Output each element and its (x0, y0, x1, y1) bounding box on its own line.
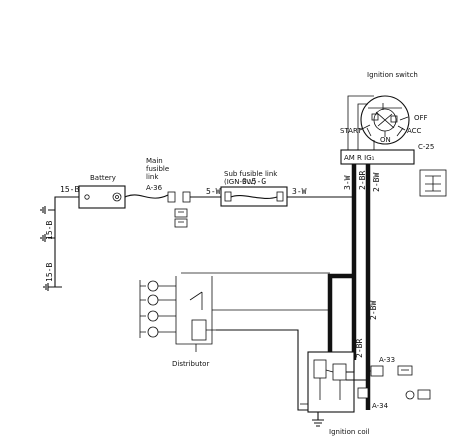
wire-label-2br-coil: 2-BR (355, 339, 364, 358)
distributor-label: Distributor (172, 360, 209, 368)
main-fusible-link-line3: link (146, 173, 159, 181)
ground-symbols (40, 206, 62, 291)
connector-c25-label: C-25 (418, 143, 434, 151)
terminal-labels: AM R IG₁ (344, 154, 375, 162)
wire-label-5w: 5-W (206, 187, 221, 196)
battery: Battery (78, 174, 126, 209)
a36-connector (167, 191, 176, 203)
on-label: ON (380, 136, 391, 144)
a36-label: A-36 (146, 184, 163, 192)
wire-label-2bw-dist: 2-BW (369, 301, 378, 320)
main-fusible-link-wire (124, 194, 169, 199)
a34-connector-icon (405, 389, 431, 400)
a34-label: A-34 (372, 402, 389, 410)
sub-fusible-link-line2: (IGN-SW) (224, 178, 256, 186)
ignition-switch: Ignition switch OFF ACC ON START (340, 71, 428, 145)
off-label: OFF (414, 114, 428, 122)
main-fusible-link-line1: Main (146, 157, 163, 165)
main-fusible-link-line2: fusible (146, 165, 169, 173)
sub-fusible-link-line1: Sub fusible link (224, 170, 278, 178)
distributor: Distributor (139, 276, 330, 368)
wire-label-15b-ground-1: 15-B (45, 221, 54, 240)
wire-label-2br-down: 2-BR (358, 171, 367, 190)
a36-connector-mate (182, 191, 191, 203)
a33-connector (370, 365, 384, 377)
a36-connector-icon (174, 208, 188, 228)
battery-label: Battery (90, 174, 116, 182)
ignition-coil-label: Ignition coil (329, 428, 370, 436)
a33-label: A-33 (379, 356, 395, 364)
ignition-switch-label: Ignition switch (367, 71, 418, 79)
wire-label-3w-switch: 3-W (292, 187, 307, 196)
acc-label: ACC (407, 127, 422, 135)
wire-label-05g: 0.5-G (242, 177, 266, 186)
a34-connector (357, 387, 369, 399)
wire-label-15b-ground-2: 15-B (45, 263, 54, 282)
a33-connector-icon (397, 365, 413, 376)
ignition-coil: Ignition coil (307, 351, 370, 436)
wire-label-2bw-down: 2-BW (372, 173, 381, 192)
connector-c25-icon (419, 169, 447, 197)
switch-terminal-block (340, 149, 415, 165)
start-label: START (340, 127, 362, 135)
wire-label-15b-battery: 15-B (60, 185, 79, 194)
wire-label-3w-down: 3-W (343, 175, 352, 190)
